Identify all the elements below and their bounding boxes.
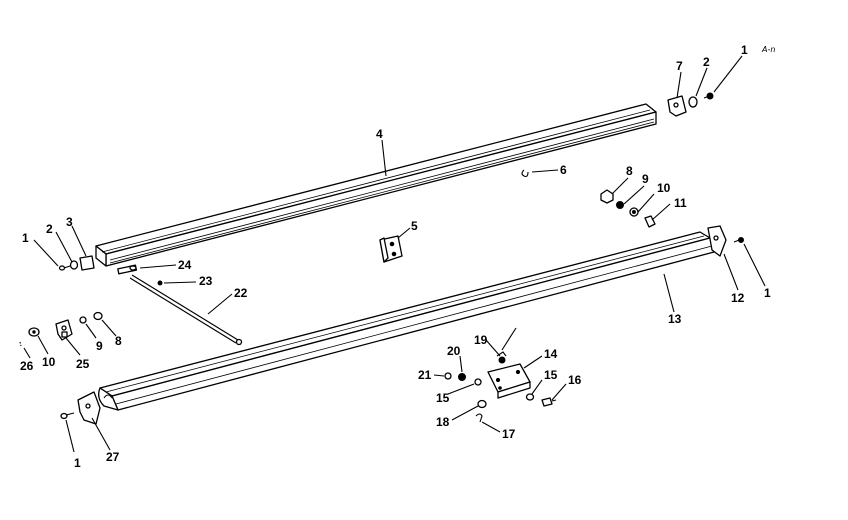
bracket-assembly-14 — [444, 351, 557, 423]
callout-22: 22 — [234, 286, 248, 300]
callout-17: 17 — [502, 427, 516, 441]
callout-1: 1 — [22, 231, 29, 245]
upper-left-hardware — [58, 255, 95, 271]
callout-23: 23 — [199, 274, 213, 288]
callout-10: 10 — [42, 355, 56, 369]
callout-15: 15 — [544, 368, 558, 382]
callout-12: 12 — [731, 291, 745, 305]
callout-26: 26 — [20, 359, 34, 373]
callout-4: 4 — [376, 127, 383, 141]
callout-1: 1 — [764, 286, 771, 300]
callout-labels: A-n 1 2 7 4 6 8 9 10 11 5 1 2 3 24 23 22… — [20, 43, 775, 470]
callout-9: 9 — [642, 172, 649, 186]
callout-7: 7 — [676, 59, 683, 73]
corner-note: A-n — [761, 45, 775, 54]
lower-right-endcap — [707, 225, 744, 257]
clip-part-6 — [521, 169, 529, 178]
small-parts-23-24 — [129, 265, 163, 286]
rod — [117, 264, 243, 346]
callout-5: 5 — [411, 219, 418, 233]
callout-24: 24 — [178, 258, 192, 272]
callout-1: 1 — [74, 456, 81, 470]
callout-9: 9 — [96, 339, 103, 353]
upper-right-hardware — [667, 92, 714, 117]
callout-11: 11 — [674, 196, 687, 210]
callout-15: 15 — [436, 391, 450, 405]
callout-1: 1 — [741, 43, 748, 57]
left-hardware-group — [19, 311, 103, 347]
callout-2: 2 — [46, 222, 53, 236]
lower-left-endcap — [60, 391, 101, 425]
callout-6: 6 — [560, 163, 567, 177]
callout-18: 18 — [436, 415, 450, 429]
callout-2: 2 — [703, 55, 710, 69]
callout-20: 20 — [447, 344, 461, 358]
callout-25: 25 — [76, 357, 90, 371]
bracket-part-5 — [379, 235, 403, 263]
callout-13: 13 — [668, 312, 682, 326]
hardware-8-11 — [600, 189, 656, 228]
callout-16: 16 — [568, 373, 582, 387]
leader-lines — [23, 55, 766, 453]
callout-10: 10 — [657, 181, 671, 195]
callout-21: 21 — [418, 368, 432, 382]
callout-19: 19 — [474, 333, 488, 347]
upper-rail — [95, 103, 657, 267]
callout-14: 14 — [544, 347, 558, 361]
callout-27: 27 — [106, 450, 120, 464]
callout-8: 8 — [626, 164, 633, 178]
callout-3: 3 — [66, 215, 73, 229]
callout-8: 8 — [115, 334, 122, 348]
